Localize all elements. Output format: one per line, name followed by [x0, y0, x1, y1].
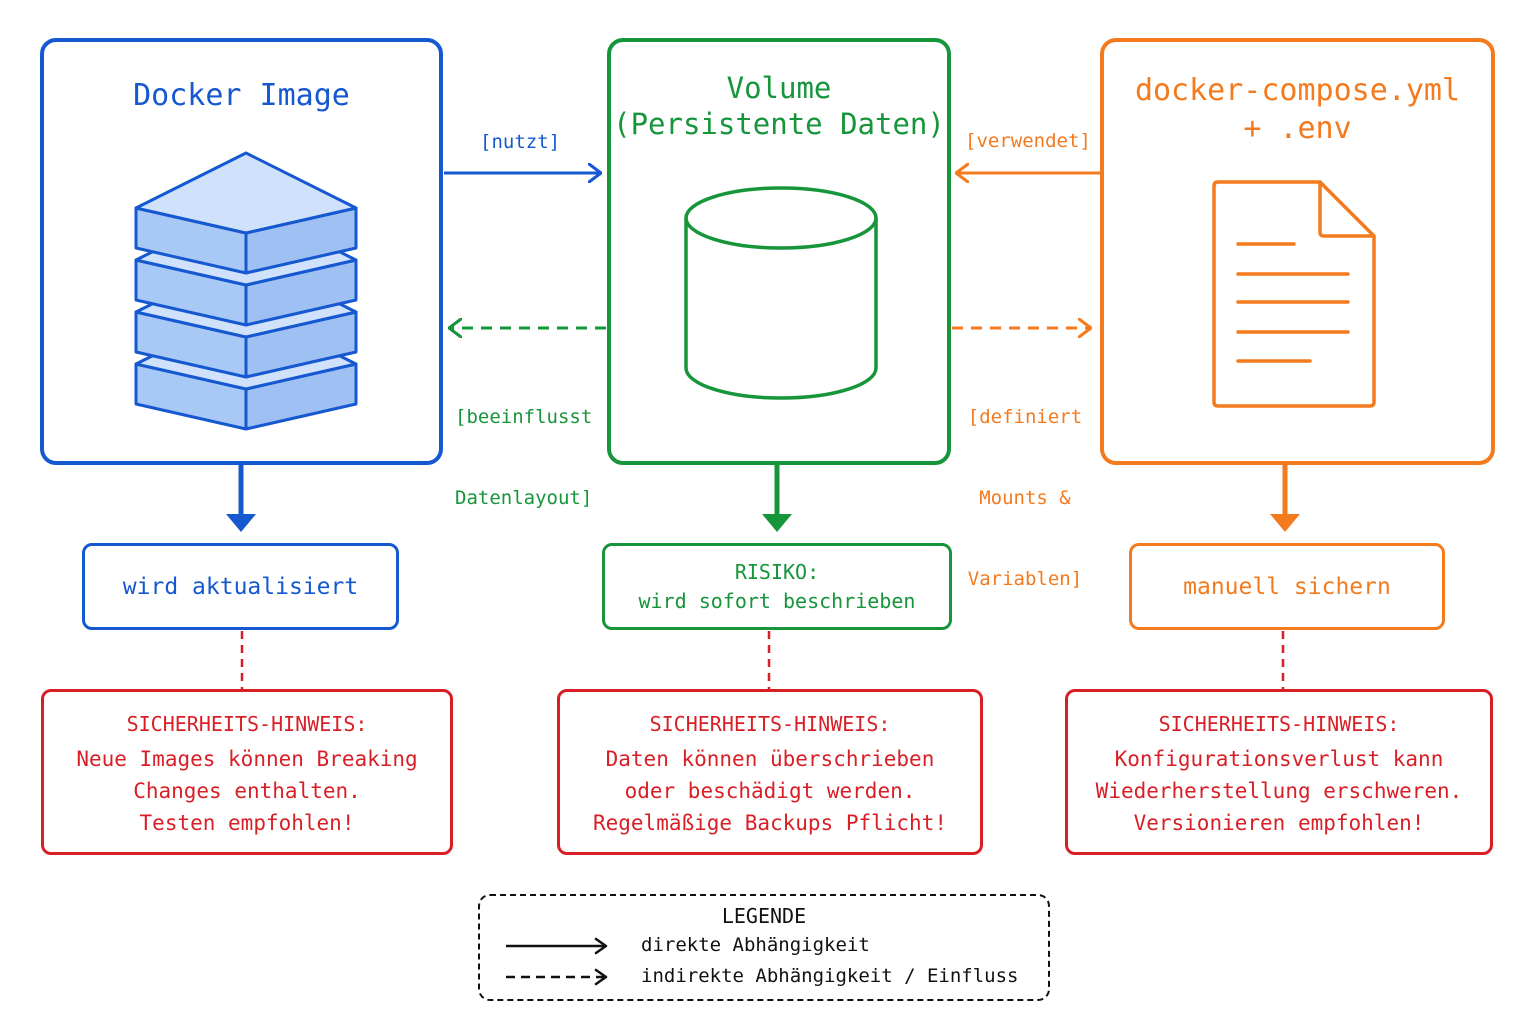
legend-solid-label: direkte Abhängigkeit	[641, 934, 870, 956]
edge-label-defines-line3: Variablen]	[967, 568, 1083, 590]
warning-volume-line1: Daten können überschrieben	[605, 747, 935, 771]
warning-compose-line2: Wiederherstellung erschweren.	[1095, 779, 1463, 803]
cylinder-database-icon	[684, 186, 878, 400]
edge-label-influences-line2: Datenlayout]	[455, 487, 593, 509]
state-volume-label-line2: wird sofort beschrieben	[638, 588, 916, 613]
docker-image-title: Docker Image	[133, 78, 350, 113]
warning-volume-heading: SICHERHEITS-HINWEIS:	[649, 712, 891, 736]
state-volume-label-line1: RISIKO:	[734, 559, 820, 584]
edge-label-defines-line1: [definiert	[967, 406, 1083, 428]
document-icon	[1212, 180, 1376, 408]
state-image-updated: wird aktualisiert	[82, 543, 399, 630]
warning-image-heading: SICHERHEITS-HINWEIS:	[126, 712, 368, 736]
edge-label-influences-line1: [beeinflusst	[455, 406, 593, 428]
legend-dashed-arrow-icon	[506, 968, 608, 986]
compose-title: docker-compose.yml + .env	[1104, 72, 1491, 148]
legend-title: LEGENDE	[721, 904, 807, 928]
warning-image-line1: Neue Images können Breaking	[76, 747, 418, 771]
state-compose-backup: manuell sichern	[1129, 543, 1445, 630]
state-volume-risk: RISIKO: wird sofort beschrieben	[602, 543, 952, 630]
edge-label-uses-env: [verwendet]	[965, 130, 1091, 152]
warning-image-line3: Testen empfohlen!	[139, 811, 355, 835]
state-compose-label: manuell sichern	[1183, 573, 1391, 600]
warning-compose-line1: Konfigurationsverlust kann	[1114, 747, 1444, 771]
compose-title-line1: docker-compose.yml	[1134, 73, 1461, 108]
state-image-label: wird aktualisiert	[122, 573, 359, 600]
edge-label-influences: [beeinflusst Datenlayout]	[455, 350, 592, 539]
arrow-volume-to-state	[762, 465, 792, 532]
edge-label-uses: [nutzt]	[480, 131, 561, 153]
warning-compose: SICHERHEITS-HINWEIS: Konfigurationsverlu…	[1065, 689, 1493, 855]
legend-dashed-label: indirekte Abhängigkeit / Einfluss	[641, 965, 1019, 987]
warning-compose-line3: Versionieren empfohlen!	[1133, 811, 1425, 835]
warning-compose-heading: SICHERHEITS-HINWEIS:	[1158, 712, 1400, 736]
warning-image: SICHERHEITS-HINWEIS: Neue Images können …	[41, 689, 453, 855]
warning-image-line2: Changes enthalten.	[133, 779, 361, 803]
volume-title-line1: Volume	[726, 71, 832, 105]
edge-label-defines: [definiert Mounts & Variablen]	[966, 350, 1084, 620]
legend-solid-arrow-icon	[506, 937, 608, 955]
warning-volume-line2: oder beschädigt werden.	[624, 779, 916, 803]
volume-title-line2: (Persistente Daten)	[613, 107, 945, 141]
arrow-compose-to-state	[1270, 465, 1300, 532]
arrow-image-to-state	[226, 465, 256, 532]
volume-node: Volume (Persistente Daten)	[607, 38, 951, 465]
volume-title: Volume (Persistente Daten)	[611, 70, 947, 142]
legend: LEGENDE direkte Abhängigkeit indirekte A…	[478, 894, 1050, 1001]
warning-volume: SICHERHEITS-HINWEIS: Daten können übersc…	[557, 689, 983, 855]
layers-stack-icon	[134, 151, 358, 431]
edge-label-defines-line2: Mounts &	[979, 487, 1071, 509]
docker-image-node: Docker Image	[40, 38, 443, 465]
compose-node: docker-compose.yml + .env	[1100, 38, 1495, 465]
warning-volume-line3: Regelmäßige Backups Pflicht!	[592, 811, 947, 835]
compose-title-line2: + .env	[1243, 111, 1352, 146]
